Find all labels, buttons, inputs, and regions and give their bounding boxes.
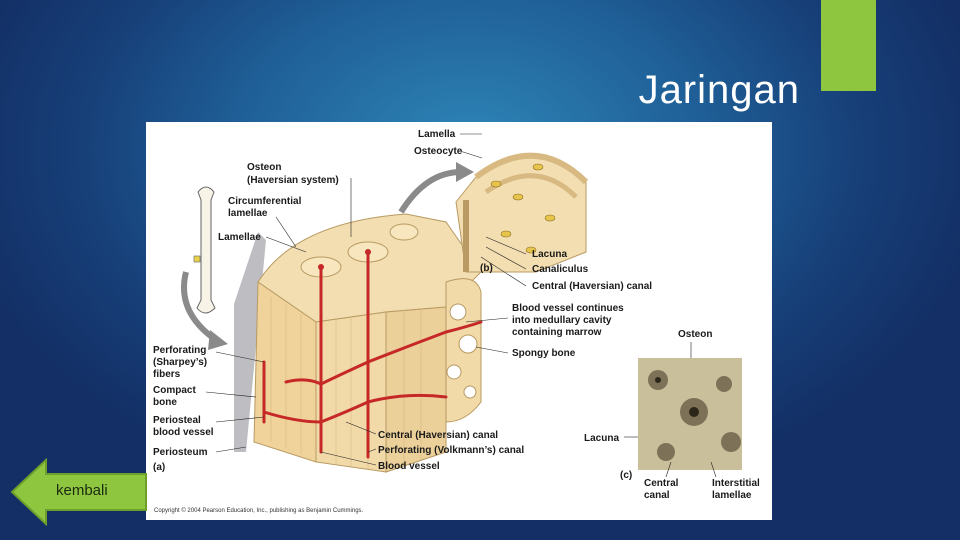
label-circumferential-2: lamellae — [228, 208, 268, 219]
left-arrow-icon — [10, 458, 147, 526]
label-blood-vessel: Blood vessel — [378, 461, 440, 472]
blood-vessels — [262, 250, 483, 459]
label-central-canal-b: Central (Haversian) canal — [532, 281, 652, 292]
label-circumferential-1: Circumferential — [228, 196, 302, 207]
bone-tissue-figure: Lamella Osteocyte Osteon (Haversian syst… — [146, 122, 772, 520]
label-panel-c: (c) — [620, 470, 632, 481]
label-lamellae: Lamellae — [218, 232, 261, 243]
bone-diagram: Lamella Osteocyte Osteon (Haversian syst… — [153, 129, 760, 514]
label-lacuna-c: Lacuna — [584, 433, 619, 444]
slide-title: Jaringan — [638, 68, 800, 112]
label-blood-vessel-continues-2: into medullary cavity — [512, 315, 612, 326]
spongy-bone-region — [445, 278, 482, 423]
label-osteon-2: (Haversian system) — [247, 175, 339, 186]
label-periosteal-1: Periosteal — [153, 415, 201, 426]
long-bone-icon — [193, 186, 216, 314]
label-blood-vessel-continues-1: Blood vessel continues — [512, 303, 624, 314]
label-blood-vessel-continues-3: containing marrow — [512, 327, 602, 338]
label-perforating-1: Perforating — [153, 345, 206, 356]
label-lamella: Lamella — [418, 129, 456, 140]
label-periosteal-2: blood vessel — [153, 427, 214, 438]
label-panel-a: (a) — [153, 462, 165, 473]
label-spongy-bone: Spongy bone — [512, 348, 576, 359]
label-interstitial-2: lamellae — [712, 490, 752, 501]
osteon-detail-panel — [455, 152, 589, 273]
label-interstitial-1: Interstitial — [712, 478, 760, 489]
zoom-arrow-icon — [181, 271, 218, 343]
label-central-canal-c-2: canal — [644, 490, 670, 501]
label-compact-1: Compact — [153, 385, 196, 396]
label-central-canal-a: Central (Haversian) canal — [378, 430, 498, 441]
label-compact-2: bone — [153, 397, 177, 408]
label-lacuna-b: Lacuna — [532, 249, 567, 260]
copyright-notice: Copyright © 2004 Pearson Education, Inc.… — [154, 507, 364, 514]
back-button-label: kembali — [56, 482, 108, 499]
label-volkmann-canal: Perforating (Volkmann’s) canal — [378, 445, 524, 456]
label-osteocyte: Osteocyte — [414, 146, 463, 157]
label-periosteum: Periosteum — [153, 447, 208, 458]
label-perforating-2: (Sharpey’s) — [153, 357, 207, 368]
accent-bar — [821, 0, 876, 91]
label-central-canal-c-1: Central — [644, 478, 679, 489]
label-perforating-3: fibers — [153, 369, 181, 380]
label-osteon-1: Osteon — [247, 162, 281, 173]
label-canaliculus: Canaliculus — [532, 264, 589, 275]
label-panel-b: (b) — [480, 263, 493, 274]
back-button[interactable]: kembali — [10, 458, 148, 526]
label-osteon-c: Osteon — [678, 329, 712, 340]
zoom-arrow-icon-b — [398, 169, 462, 214]
micrograph-panel — [638, 358, 742, 470]
